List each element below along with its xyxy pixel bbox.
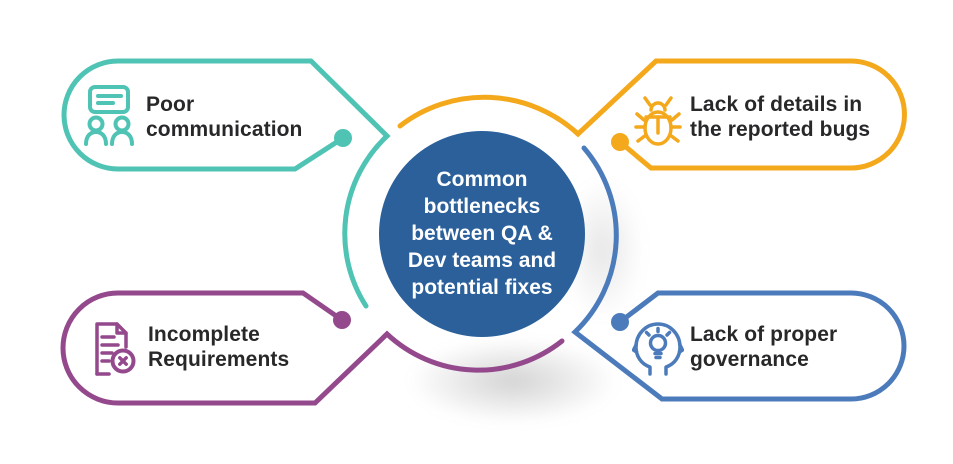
- center-circle: [379, 131, 585, 337]
- node-label-incomplete-requirements: Incomplete Requirements: [148, 323, 290, 371]
- node-outline-top-right: [397, 58, 907, 171]
- head-idea-icon: [632, 322, 684, 376]
- communication-icon: [84, 85, 134, 146]
- node-label-lack-of-governance: Lack of proper governance: [690, 323, 838, 371]
- node-label-lack-of-details: Lack of details in the reported bugs: [690, 93, 871, 141]
- connector-dot-top-right: [611, 133, 629, 151]
- node-outline-bottom-left: [60, 290, 565, 406]
- node-label-poor-communication: Poor communication: [146, 93, 303, 141]
- node-outline-top-left: [61, 58, 391, 309]
- incomplete-document-icon: [95, 322, 136, 376]
- connector-dot-top-left: [334, 129, 352, 147]
- connector-dot-bottom-right: [611, 313, 629, 331]
- bug-icon: [634, 96, 682, 146]
- node-outline-bottom-right: [571, 145, 907, 402]
- connector-dot-bottom-left: [333, 311, 351, 329]
- center-label: Common bottlenecks between QA & Dev team…: [407, 167, 557, 299]
